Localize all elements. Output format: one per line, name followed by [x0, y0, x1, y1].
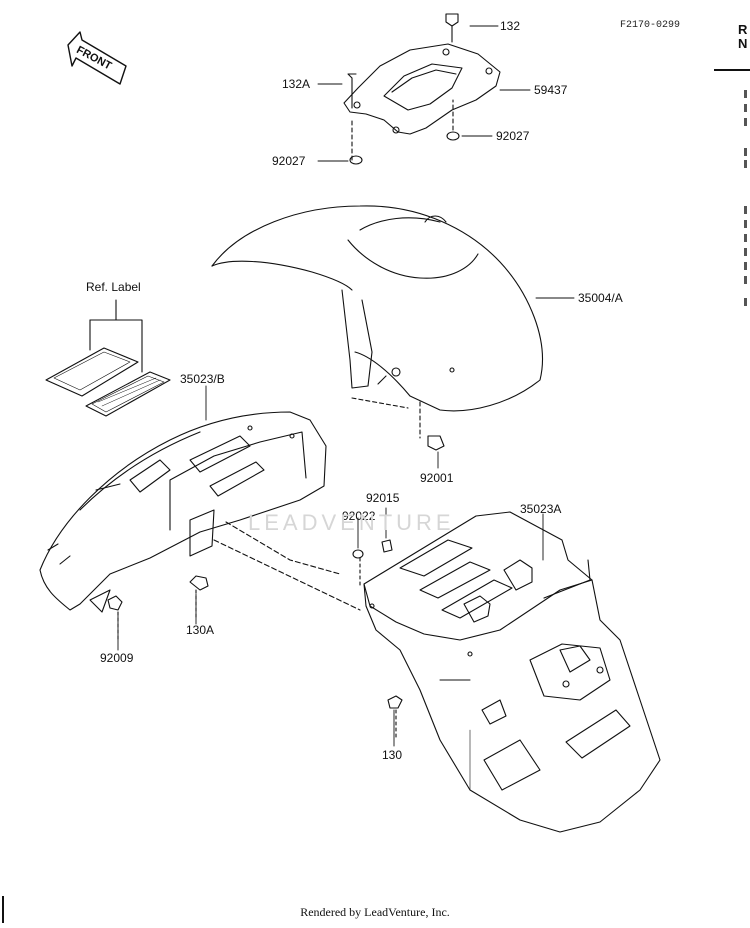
part-label-92027-left[interactable]: 92027	[272, 154, 306, 168]
bolt-parts	[107, 539, 403, 741]
part-label-132a[interactable]: 132A	[282, 77, 311, 91]
ref-label-sheets	[45, 299, 171, 417]
ref-label-title: Ref. Label	[86, 280, 141, 294]
sidebar-header-n: N	[738, 36, 748, 51]
part-label-92015[interactable]: 92015	[366, 491, 400, 505]
part-label-132[interactable]: 132	[500, 19, 521, 33]
footer-credit: Rendered by LeadVenture, Inc.	[300, 905, 450, 919]
watermark-text: LEADVENTURE	[248, 510, 455, 535]
part-label-130[interactable]: 130	[382, 748, 403, 762]
leader-lines	[117, 25, 575, 747]
sidebar-header-r: R	[738, 22, 748, 37]
part-label-35004a[interactable]: 35004/A	[578, 291, 623, 305]
sidebar-edge	[714, 69, 750, 306]
part-label-130a[interactable]: 130A	[186, 623, 215, 637]
part-label-92022[interactable]: 92022	[342, 509, 376, 523]
part-label-35023b[interactable]: 35023/B	[180, 372, 225, 386]
rear-fender-front-drawing	[39, 411, 361, 613]
diagram-code: F2170-0299	[620, 20, 681, 31]
front-arrow-icon	[67, 31, 127, 85]
part-label-92009[interactable]: 92009	[100, 651, 134, 665]
part-label-35023a[interactable]: 35023A	[520, 502, 562, 516]
part-label-92027-right[interactable]: 92027	[496, 129, 530, 143]
cover-59437-drawing	[343, 13, 501, 165]
rear-fender-rear-drawing	[363, 511, 661, 833]
part-label-59437[interactable]: 59437	[534, 83, 568, 97]
bottom-edge-mark	[2, 896, 4, 923]
front-fender-drawing	[211, 205, 544, 451]
part-label-92001[interactable]: 92001	[420, 471, 454, 485]
